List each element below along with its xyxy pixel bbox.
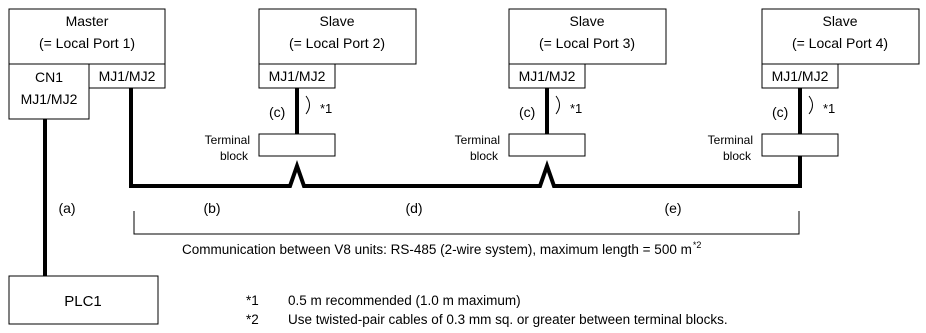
terminal-block-3-label-line1: Terminal [455,133,500,147]
drop-cable-4-note: *1 [823,101,835,116]
master-title: Master [66,13,109,29]
slave-3-subtitle: (= Local Port 3) [539,35,635,51]
segment-a-label: (a) [58,200,75,216]
slave-3-box [508,8,667,65]
drop-cable-3-note: *1 [570,101,582,116]
drop-cable-4-label: (c) [772,104,788,120]
slave-2-port-label: MJ1/MJ2 [269,68,326,84]
slave-4-box [761,8,920,65]
terminal-block-2-label-line1: Terminal [205,133,250,147]
terminal-block-2: Terminal block [205,133,336,163]
slave-4-subtitle: (= Local Port 4) [792,35,888,51]
drop-cable-2-label: (c) [269,104,285,120]
master-cn1-label: CN1 [35,69,63,85]
plc-box [8,275,159,325]
footnote-2-text: Use twisted-pair cables of 0.3 mm sq. or… [288,312,728,327]
slave-3-title: Slave [569,13,604,29]
drop-cable-2-note: *1 [320,101,332,116]
footnote-2-mark: *2 [246,312,259,327]
terminal-block-3: Terminal block [455,133,586,163]
segment-d-label: (d) [405,200,422,216]
terminal-block-4-label-line2: block [723,149,752,163]
communication-main-text: Communication between V8 units: RS-485 (… [182,242,692,257]
master-subtitle: (= Local Port 1) [39,35,135,51]
drop-cable-3: (c) *1 [519,88,582,134]
communication-span-bracket [133,211,800,235]
master-unit: Master (= Local Port 1) CN1 MJ1/MJ2 MJ1/… [8,8,166,120]
master-mj-port [88,63,166,89]
terminal-block-2-box [258,133,336,157]
slave-4-port-label: MJ1/MJ2 [772,68,829,84]
terminal-block-3-box [508,133,586,157]
master-box [8,8,166,65]
terminal-block-3-label-line2: block [470,149,499,163]
plc-label: PLC1 [64,293,102,310]
drop-cable-2-brace [305,95,310,115]
slave-3-port-label: MJ1/MJ2 [519,68,576,84]
drop-cable-3-brace [555,95,560,115]
slave-4-title: Slave [822,13,857,29]
terminal-block-4: Terminal block [708,133,839,163]
master-cn1-port-label: MJ1/MJ2 [21,91,78,107]
terminal-block-2-label-line2: block [220,149,249,163]
slave-2-title: Slave [319,13,354,29]
drop-cable-4-brace [808,95,813,115]
trunk-cable [129,88,802,188]
slave-unit-4: Slave (= Local Port 4) MJ1/MJ2 [761,8,920,89]
terminal-block-4-box [761,133,839,157]
master-mj-port-label: MJ1/MJ2 [99,68,156,84]
slave-unit-3: Slave (= Local Port 3) MJ1/MJ2 [508,8,667,89]
drop-cable-2: (c) *1 [269,88,332,134]
communication-superscript: *2 [693,240,702,250]
footnote-1-text: 0.5 m recommended (1.0 m maximum) [288,293,521,308]
slave-2-box [258,8,417,65]
drop-cable-4: (c) *1 [772,88,835,134]
terminal-block-4-label-line1: Terminal [708,133,753,147]
slave-2-subtitle: (= Local Port 2) [289,35,385,51]
segment-b-label: (b) [203,200,220,216]
master-cn1-port [8,63,90,120]
segment-e-label: (e) [664,200,681,216]
footnote-1-mark: *1 [246,293,259,308]
communication-text: Communication between V8 units: RS-485 (… [182,240,701,257]
drop-cable-3-label: (c) [519,104,535,120]
slave-unit-2: Slave (= Local Port 2) MJ1/MJ2 [258,8,417,89]
